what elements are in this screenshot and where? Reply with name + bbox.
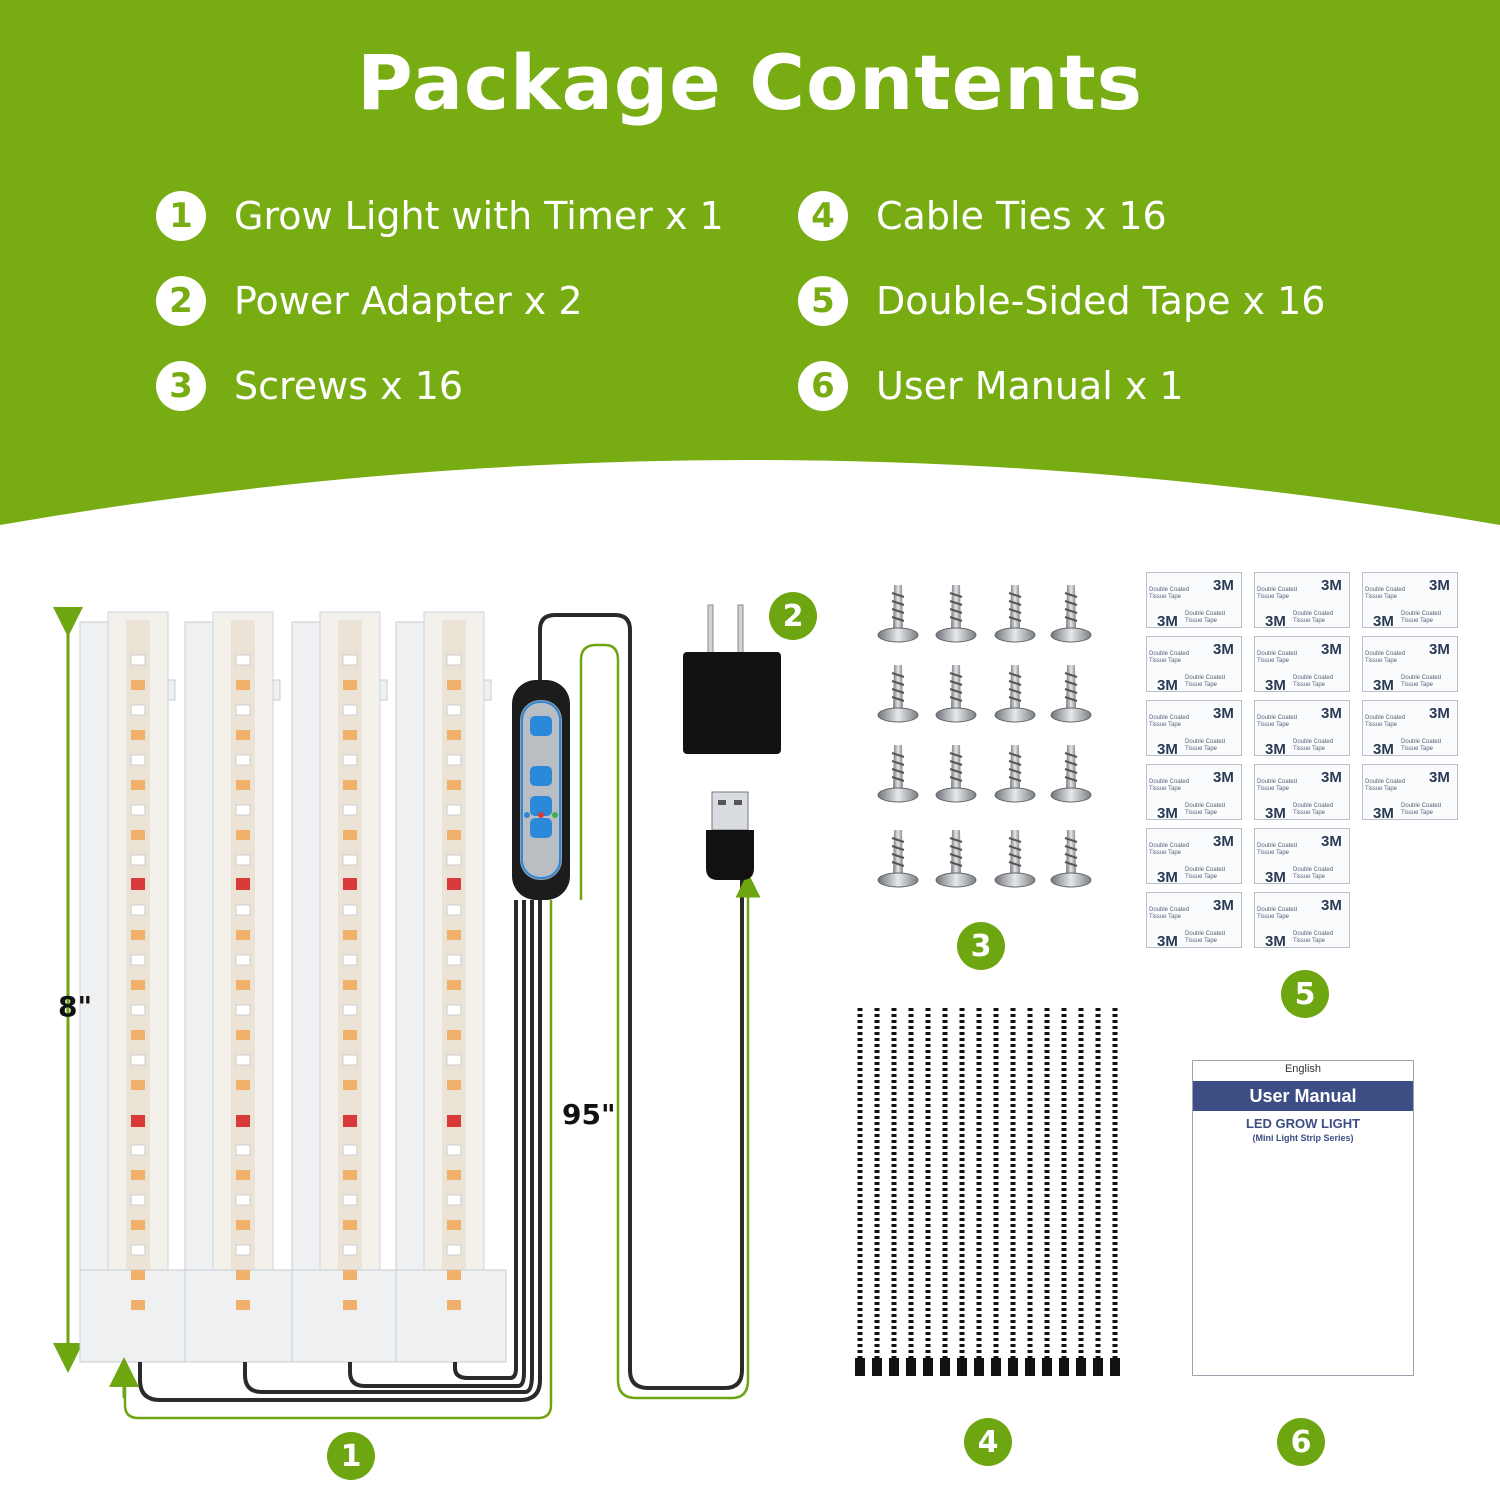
led-column: [446, 654, 462, 1310]
badge-screws: 3: [957, 922, 1005, 970]
screw-icon: [935, 830, 977, 888]
header-banner: [0, 0, 1500, 540]
screw-icon: [994, 745, 1036, 803]
power-adapter-icon: [683, 604, 781, 754]
badge-cable-ties: 4: [964, 1418, 1012, 1466]
screw-icon: [994, 830, 1036, 888]
usb-plug-icon: [706, 791, 754, 880]
screw-icon: [1050, 745, 1092, 803]
manual-title: User Manual: [1193, 1081, 1413, 1111]
led-column: [235, 654, 251, 1310]
screw-icon: [935, 585, 977, 643]
manual-language: English: [1284, 1063, 1322, 1075]
item-label: Power Adapter x 2: [234, 279, 583, 323]
screw-icon: [994, 665, 1036, 723]
screw-icon: [1050, 585, 1092, 643]
screws-grid: [877, 585, 1092, 888]
manual-series: (Mini Light Strip Series): [1252, 1133, 1354, 1143]
list-item-1: 1 Grow Light with Timer x 1: [156, 188, 724, 244]
led-column: [342, 654, 358, 1310]
screw-icon: [994, 585, 1036, 643]
item-label: User Manual x 1: [876, 364, 1184, 408]
item-label: Screws x 16: [234, 364, 464, 408]
cable-tie-icon: [857, 1008, 1118, 1362]
number-badge: 3: [156, 361, 206, 411]
badge-tape: 5: [1281, 970, 1329, 1018]
screw-icon: [877, 830, 919, 888]
badge-manual: 6: [1277, 1418, 1325, 1466]
number-badge: 1: [156, 191, 206, 241]
list-item-6: 6 User Manual x 1: [798, 358, 1184, 414]
strip-length-label: 8": [58, 990, 93, 1023]
number-badge: 2: [156, 276, 206, 326]
number-badge: 6: [798, 361, 848, 411]
page-title: Package Contents: [357, 38, 1143, 127]
manual-product: LED GROW LIGHT: [1245, 1116, 1361, 1131]
list-item-2: 2 Power Adapter x 2: [156, 273, 583, 329]
cable-length-guides: [66, 622, 761, 1420]
grow-light-strips: [79, 611, 507, 1363]
screw-icon: [1050, 665, 1092, 723]
user-manual: English User Manual LED GROW LIGHT (Mini…: [1192, 1060, 1414, 1376]
number-badge: 5: [798, 276, 848, 326]
item-label: Double-Sided Tape x 16: [876, 279, 1326, 323]
item-label: Cable Ties x 16: [876, 194, 1167, 238]
screw-icon: [1050, 830, 1092, 888]
badge-grow-light: 1: [327, 1432, 375, 1480]
cable-tie-heads: [855, 1358, 1120, 1376]
list-item-4: 4 Cable Ties x 16: [798, 188, 1167, 244]
list-item-5: 5 Double-Sided Tape x 16: [798, 273, 1325, 329]
item-label: Grow Light with Timer x 1: [234, 194, 724, 238]
screw-icon: [877, 585, 919, 643]
list-item-3: 3 Screws x 16: [156, 358, 463, 414]
screw-icon: [935, 665, 977, 723]
badge-power-adapter: 2: [769, 592, 817, 640]
cable-length-label: 95": [562, 1098, 616, 1131]
screw-icon: [877, 745, 919, 803]
timer-controller-icon: [512, 680, 570, 900]
screw-icon: [935, 745, 977, 803]
screw-icon: [877, 665, 919, 723]
header-background: [0, 0, 1500, 525]
number-badge: 4: [798, 191, 848, 241]
led-column: [130, 654, 146, 1310]
cables: [138, 613, 744, 1402]
